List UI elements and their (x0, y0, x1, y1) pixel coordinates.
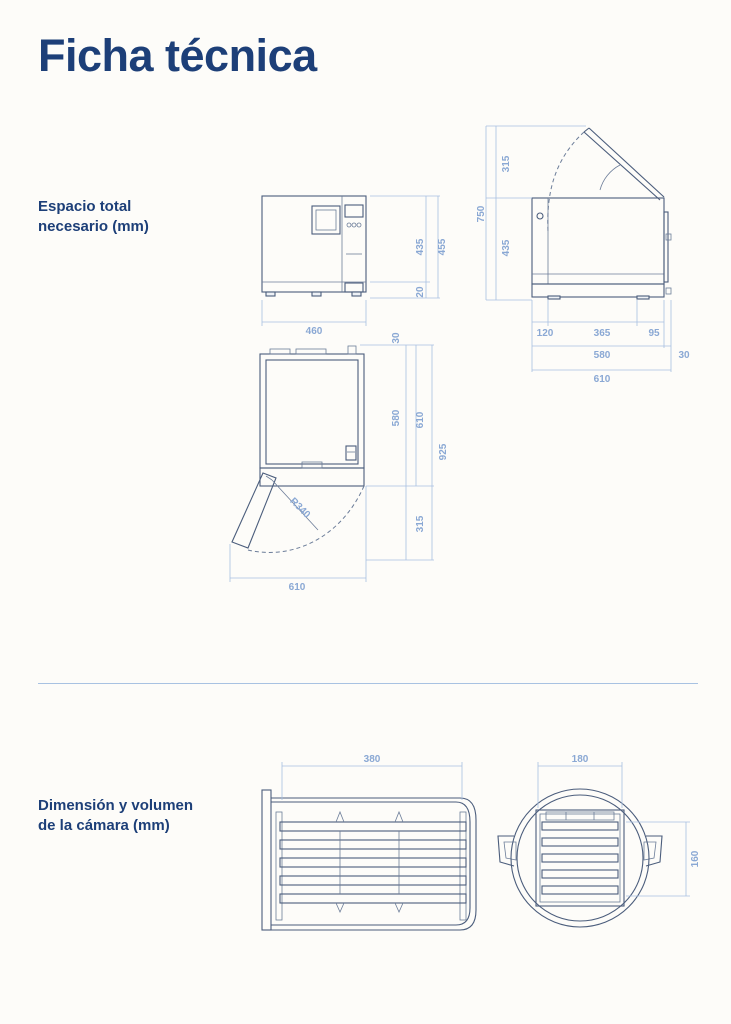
section-divider (38, 683, 698, 684)
dim-top-total-depth: 925 (438, 443, 449, 460)
dim-front-total-height: 455 (437, 238, 448, 255)
dim-side-depth-total: 610 (594, 374, 611, 385)
section-label-space: Espacio total necesario (mm) (38, 197, 149, 237)
dim-top-depth-total: 610 (415, 411, 426, 428)
section-label-line: Dimensión y volumen (38, 797, 194, 814)
dim-side-depth-extra: 30 (678, 350, 690, 361)
dim-side-door-open: 315 (501, 155, 512, 172)
dim-chamber-length: 380 (364, 754, 381, 765)
section-label-line: necesario (mm) (38, 218, 149, 235)
dim-front-body-height: 435 (415, 238, 426, 255)
dim-side-depth-body: 580 (594, 350, 611, 361)
dim-top-door-depth: 315 (415, 515, 426, 532)
dim-top-depth: 580 (391, 409, 402, 426)
dim-side-total-height: 750 (476, 205, 487, 222)
dim-side-depth-back: 95 (648, 328, 660, 339)
dim-chamber-height: 160 (690, 850, 701, 867)
dim-side-depth-mid: 365 (594, 328, 611, 339)
section-label-line: de la cámara (mm) (38, 817, 170, 834)
side-view-drawing: 315 750 435 120 365 95 580 30 610 (476, 125, 690, 385)
dim-front-width: 460 (306, 326, 323, 337)
top-view-drawing: 30 580 610 925 315 R340 610 (229, 332, 449, 593)
dim-top-door-radius: R340 (287, 496, 312, 521)
dim-front-feet: 20 (415, 286, 426, 298)
chamber-side-drawing: 380 (261, 754, 477, 931)
dim-chamber-diameter: 180 (572, 754, 589, 765)
chamber-front-drawing: 180 160 (497, 754, 701, 928)
section-label-chamber: Dimensión y volumen de la cámara (mm) (38, 796, 193, 836)
page-title: Ficha técnica (38, 30, 317, 81)
dim-top-gap: 30 (391, 332, 402, 344)
section-label-line: Espacio total (38, 198, 132, 215)
front-view-drawing: 460 435 455 20 (261, 195, 448, 337)
dim-side-depth-front: 120 (537, 328, 554, 339)
dim-top-width: 610 (289, 582, 306, 593)
dim-side-body-height: 435 (501, 239, 512, 256)
